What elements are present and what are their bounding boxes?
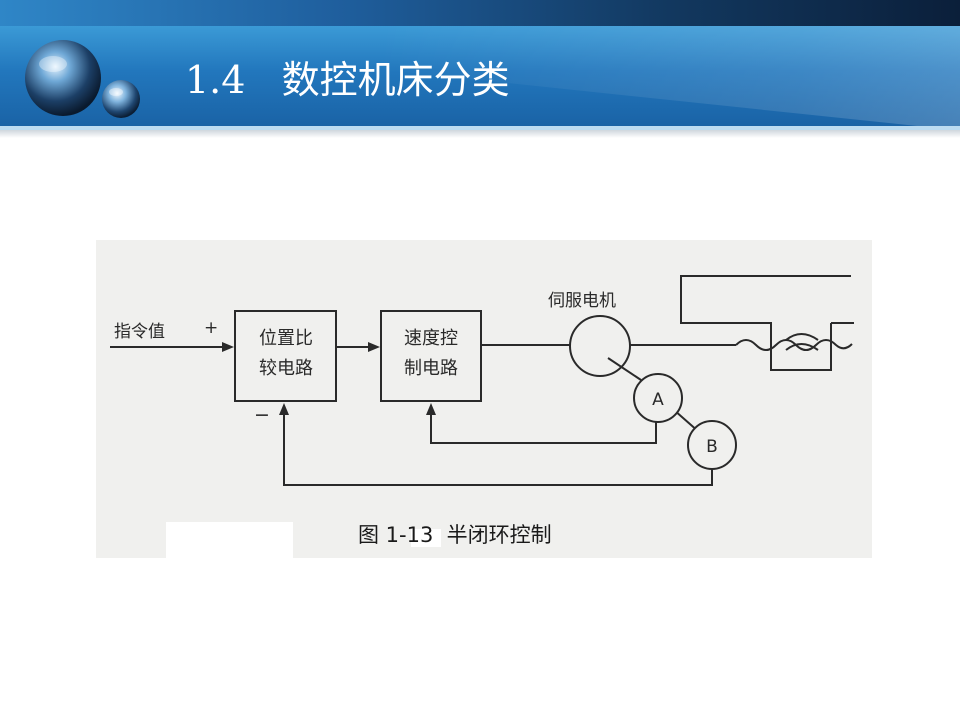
title-shadow xyxy=(0,130,960,138)
semi-closed-loop-figure: 指令值 + − 位置比 较电路 速度控 制电路 伺服电机 A B 图 1-13 … xyxy=(96,240,872,558)
title-underline xyxy=(0,126,960,130)
position-compare-block xyxy=(234,310,337,402)
block-diagram: 指令值 + − 位置比 较电路 速度控 制电路 伺服电机 A B xyxy=(110,275,854,486)
minus-sign: − xyxy=(254,404,270,426)
motor-label: 伺服电机 xyxy=(548,291,616,311)
input-label: 指令值 xyxy=(114,322,165,342)
globe-logo-icon xyxy=(25,40,140,118)
plus-sign: + xyxy=(204,318,218,338)
block1-label-line2: 较电路 xyxy=(259,358,313,379)
speed-feedback-line xyxy=(430,410,657,444)
block1-label-line1: 位置比 xyxy=(259,328,313,349)
top-decorative-band xyxy=(0,0,960,26)
nut-curve-1 xyxy=(785,333,819,341)
worktable xyxy=(680,275,851,371)
block2-label-line2: 制电路 xyxy=(404,358,458,379)
sensor-a-label: A xyxy=(652,390,664,410)
page-title: 1.4 数控机床分类 xyxy=(185,58,510,102)
speed-control-block xyxy=(380,310,482,402)
sensor-a-circle xyxy=(633,373,683,423)
nut-curve-2 xyxy=(785,343,819,351)
block2-label-line1: 速度控 xyxy=(404,328,458,349)
title-band xyxy=(0,26,960,126)
blank-patch xyxy=(166,522,293,558)
coupling-line-a xyxy=(607,357,642,381)
sensor-b-label: B xyxy=(706,437,718,457)
caption-number-patch xyxy=(411,529,441,547)
position-feedback-line xyxy=(283,410,713,486)
figure-caption: 图 1-13 半闭环控制 xyxy=(358,523,552,547)
